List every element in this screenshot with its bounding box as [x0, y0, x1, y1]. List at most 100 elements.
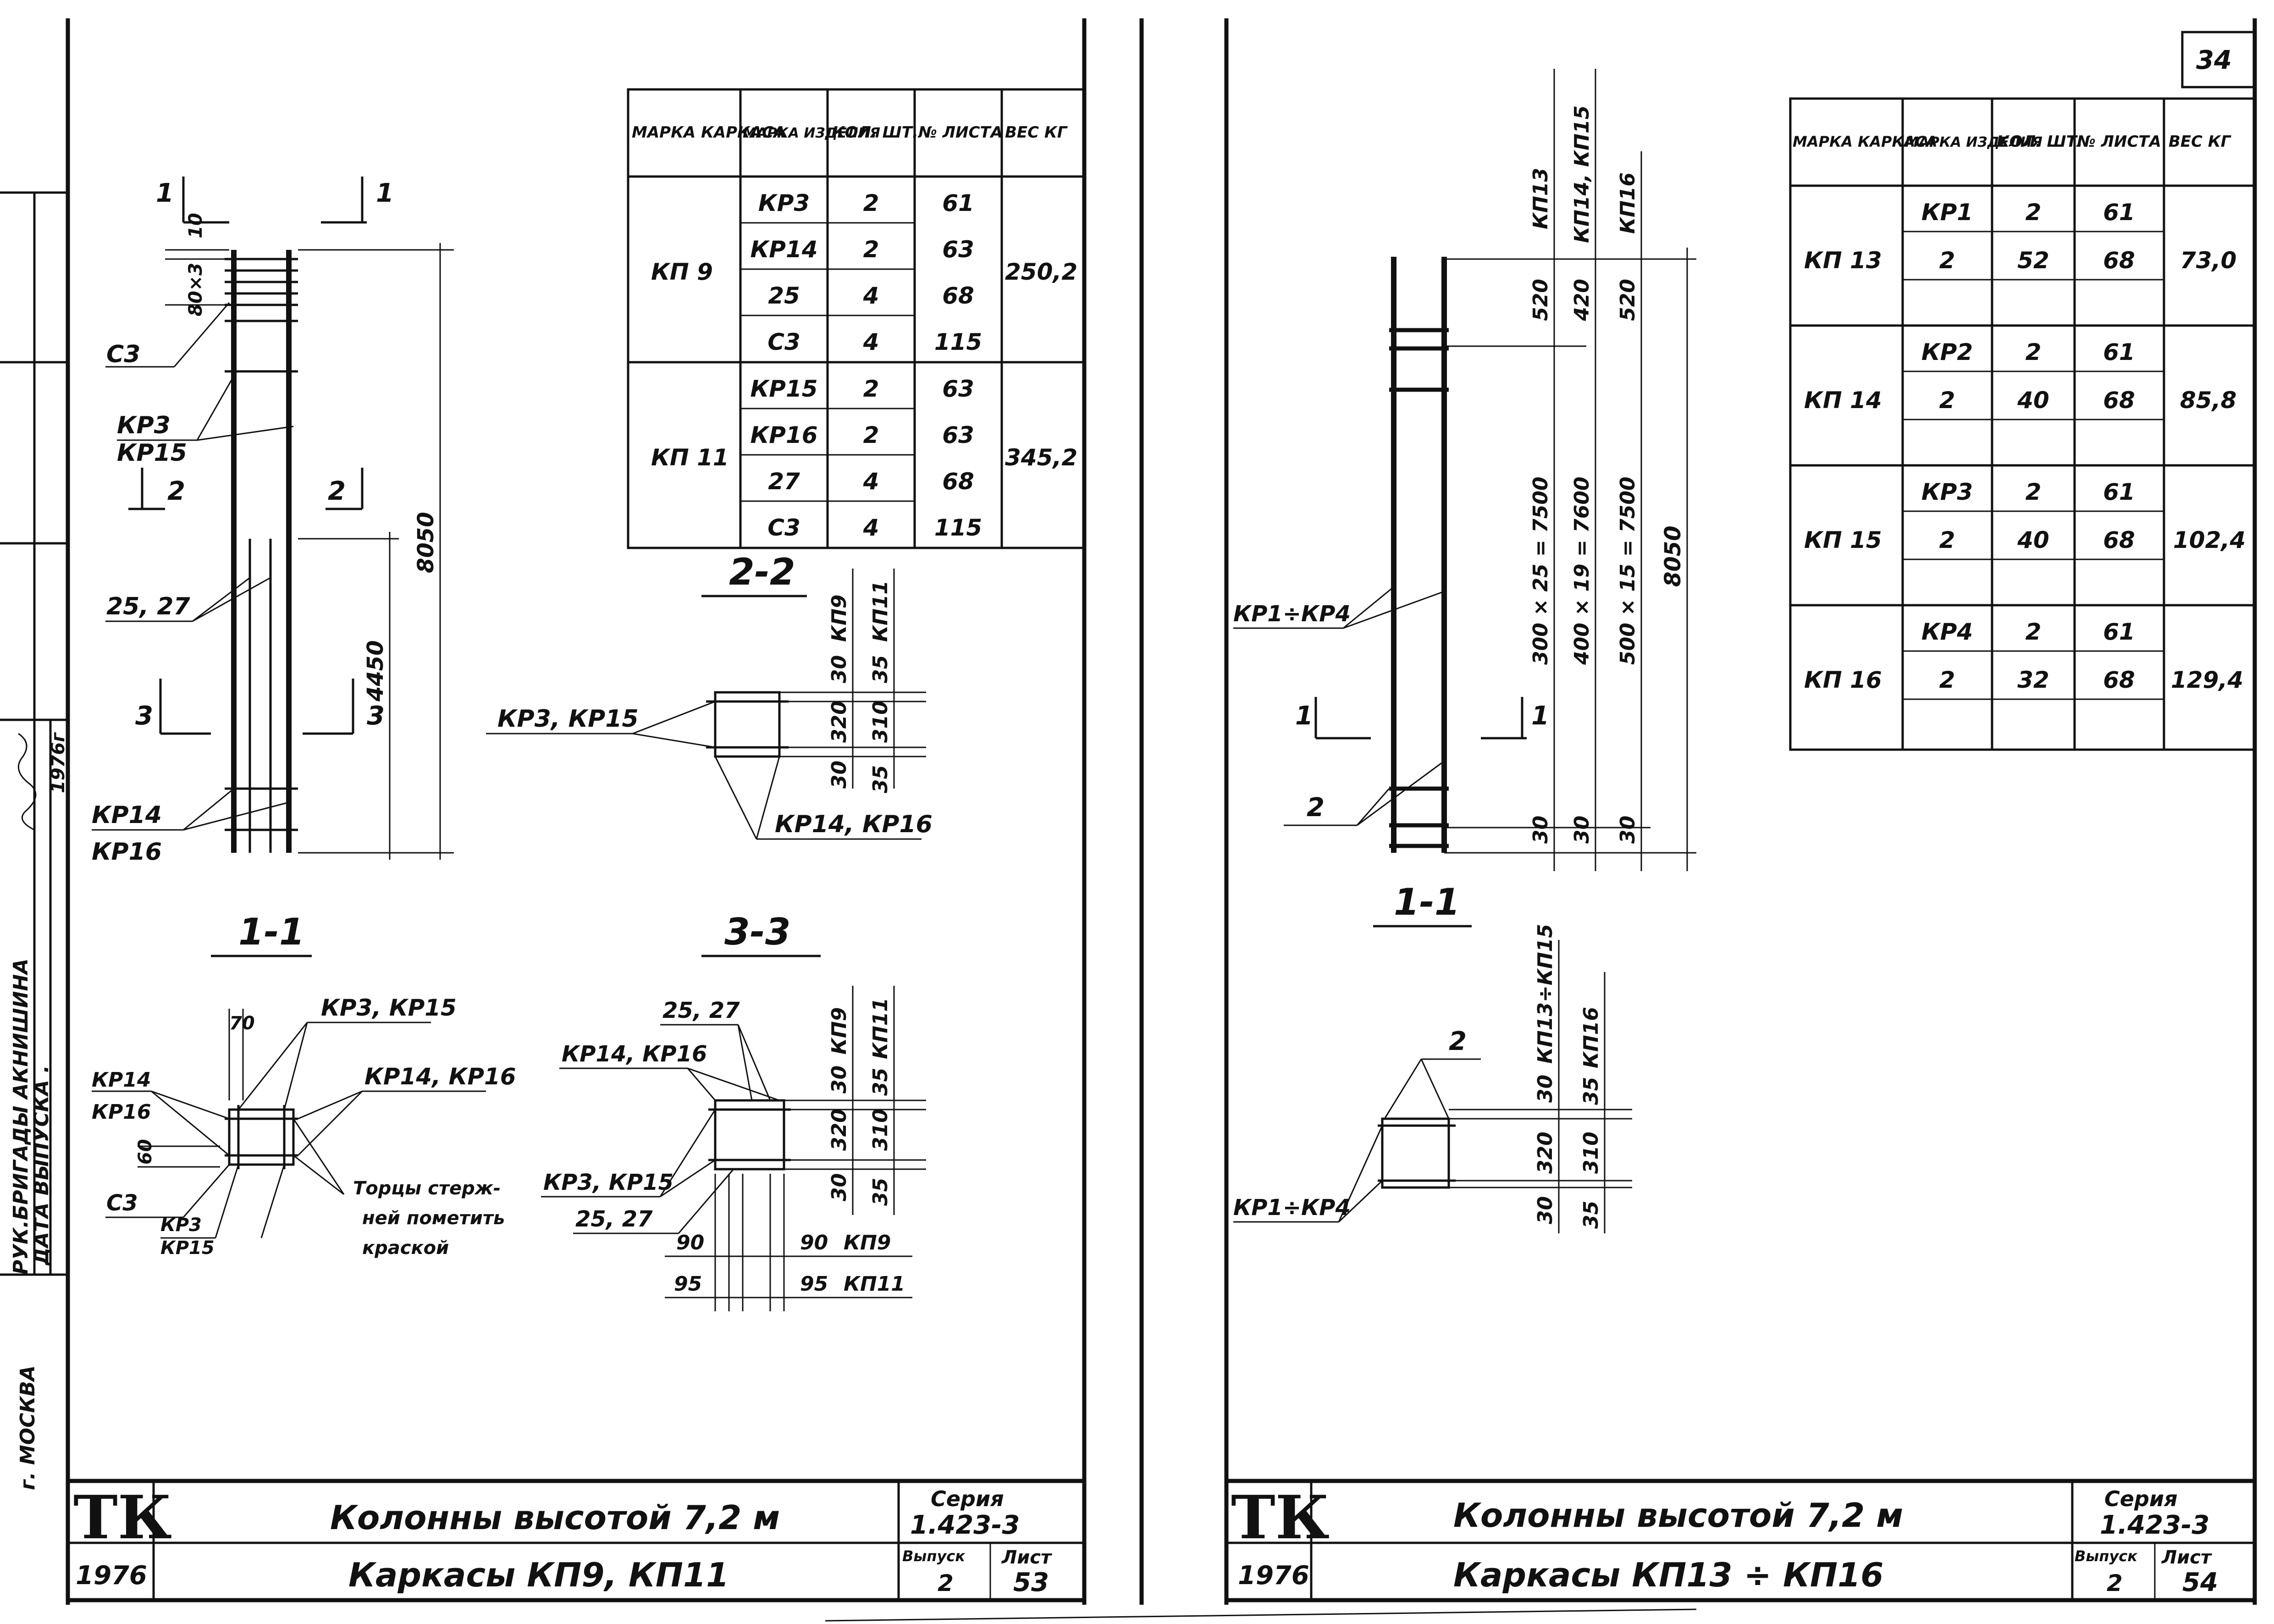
elev-dim-8050: 8050: [413, 512, 439, 573]
r-elev-mark-1b: 1: [1531, 701, 1549, 731]
right-th-sheet: № ЛИСТА: [2076, 133, 2161, 151]
elev-mark-1a: 1: [156, 178, 174, 208]
r-elev-mark-1a: 1: [1295, 701, 1313, 731]
right-cell: КР2: [1921, 339, 1973, 365]
s33-label-25-27-bottom: 25, 27: [575, 1206, 653, 1232]
right-cell: 40: [2017, 387, 2049, 414]
r-s11-label-2: 2: [1449, 1027, 1467, 1056]
s33-label-kp3-kp15: КР3, КР15: [543, 1170, 673, 1195]
right-cell: КР1: [1921, 199, 1973, 226]
right-cell: КР3: [1921, 479, 1973, 505]
left-title-line2: Каркасы КП9, КП11: [348, 1556, 729, 1594]
r-s11-dim: 310: [1579, 1132, 1603, 1174]
s22-label-kp14-kp16: КР14, КР16: [775, 811, 933, 838]
s11-label-kp14: КР14: [92, 1068, 151, 1092]
right-page-number: 34: [2181, 31, 2256, 88]
section-title-3-3: 3-3: [724, 911, 791, 953]
strip-role-label: РУК.БРИГАДЫ АКНИШИНА: [9, 959, 33, 1275]
right-weight: 129,4: [2171, 667, 2243, 693]
left-th-item: МАРКА ИЗДЕЛИЯ: [743, 125, 880, 141]
left-cell: 68: [942, 282, 974, 309]
s33-head-kp11: КП11: [869, 998, 892, 1059]
elev-mark-1b: 1: [376, 178, 394, 208]
elev-label-kp16: КР16: [92, 838, 162, 866]
r-elev-top-dim: 520: [1616, 279, 1639, 321]
r-elev-top-dim: 420: [1570, 279, 1594, 321]
r-elev-head-kp14-15: КП14, КП15: [1570, 105, 1594, 243]
s33-dim: 35: [869, 1068, 892, 1096]
right-th-weight: ВЕС КГ: [2169, 133, 2232, 151]
left-issue-label: Выпуск: [902, 1547, 966, 1565]
r-elev-top-dim: 520: [1529, 279, 1552, 321]
r-s11-dim: 35: [1579, 1077, 1603, 1105]
elev-dim-4450: 4450: [363, 640, 388, 702]
left-section-3-3: 3-3 КП9 КП11 30 320 30 35 310 35 90 90 К…: [541, 911, 926, 1311]
left-weight-kp11: 345,2: [1005, 444, 1077, 471]
left-cell: 4: [863, 468, 879, 495]
right-th-frame: МАРКА КАРКАСА: [1793, 133, 1937, 150]
right-cell: 2: [2026, 619, 2042, 645]
s33-head-kp9: КП9: [828, 1007, 851, 1055]
r-s11-head-kp13-15: КП13÷КП15: [1534, 924, 1557, 1064]
left-spec-table: МАРКА КАРКАСА МАРКА ИЗДЕЛИЯ КОЛ. ШТ. № Л…: [627, 88, 1086, 549]
s33-dim-95b: 95: [800, 1272, 828, 1296]
right-frame: КП 14: [1804, 387, 1882, 414]
right-cell: 40: [2017, 527, 2049, 553]
s33-dim: 35: [869, 1178, 892, 1206]
s33-dim-90a: 90: [676, 1231, 704, 1254]
left-year: 1976: [76, 1561, 147, 1591]
left-cell: 63: [942, 236, 974, 263]
left-cell: 115: [934, 329, 982, 355]
left-th-qty: КОЛ. ШТ.: [832, 123, 918, 142]
page-number: 34: [2196, 45, 2232, 75]
strip-year: 1976г: [48, 732, 69, 793]
s11-label-kp3-kp15: КР3, КР15: [321, 994, 457, 1021]
right-cell: 2: [1939, 247, 1955, 274]
left-weight-kp9: 250,2: [1005, 259, 1077, 285]
s33-dim: 320: [828, 1109, 851, 1151]
left-frame-kp11: КП 11: [651, 444, 729, 471]
left-cell: 2: [863, 422, 879, 448]
s11-note-3: краской: [362, 1237, 449, 1259]
s33-dim-95a: 95: [674, 1272, 702, 1296]
s11-dim-60: 60: [135, 1139, 156, 1165]
s22-dim: 320: [828, 701, 851, 743]
left-cell: С3: [767, 514, 800, 541]
right-issue: 2: [2107, 1570, 2123, 1596]
elev-mark-3a: 3: [135, 701, 153, 731]
left-series: 1.423-3: [910, 1510, 1020, 1540]
right-cell: 61: [2103, 199, 2135, 226]
left-cell: 61: [942, 190, 974, 216]
right-title-block: ТК 1976 Колонны высотой 7,2 м Каркасы КП…: [1226, 1479, 2255, 1600]
r-elev-label-2: 2: [1307, 793, 1325, 823]
r-section-title-1-1: 1-1: [1394, 881, 1460, 923]
left-logo: ТК: [73, 1482, 172, 1552]
s11-note-2: ней пометить: [362, 1208, 505, 1229]
right-cell: 2: [2026, 479, 2042, 505]
left-cell: 25: [768, 282, 800, 309]
s22-dim: 310: [869, 701, 892, 743]
r-s11-label-kp1-kp4: КР1÷КР4: [1233, 1195, 1351, 1221]
elev-label-25-27: 25, 27: [106, 593, 190, 620]
left-th-frame: МАРКА КАРКАСА: [632, 123, 785, 142]
r-elev-mid-dim: 400 × 19 = 7600: [1570, 476, 1594, 665]
r-s11-dim: 30: [1534, 1075, 1557, 1103]
s22-dim: 30: [828, 761, 851, 789]
left-section-2-2: 2-2 КП9 КП11 30 320 30 35 310 35 КР3, КР…: [486, 551, 933, 840]
right-frame: КП 15: [1804, 527, 1882, 553]
section-title-2-2: 2-2: [729, 551, 795, 593]
right-cell: 32: [2017, 667, 2049, 693]
right-cell: 2: [2026, 199, 2042, 226]
r-s11-head-kp16: КП16: [1579, 1007, 1603, 1068]
r-elev-bot-dim: 30: [1616, 816, 1639, 844]
r-elev-label-kp1-kp4: КР1÷КР4: [1233, 601, 1351, 627]
right-column-elevation: КП13 КП14, КП15 КП16 520 420 520 300 × 2…: [1233, 69, 1696, 928]
right-cell: 61: [2103, 619, 2135, 645]
right-cell: 68: [2103, 667, 2135, 693]
right-cell: 2: [1939, 527, 1955, 553]
s11-dim-70: 70: [229, 1013, 255, 1034]
right-cell: 68: [2103, 527, 2135, 553]
r-elev-dim-8050: 8050: [1660, 525, 1686, 587]
left-cell: КР15: [750, 376, 817, 402]
elev-dim-10: 10: [185, 213, 206, 238]
